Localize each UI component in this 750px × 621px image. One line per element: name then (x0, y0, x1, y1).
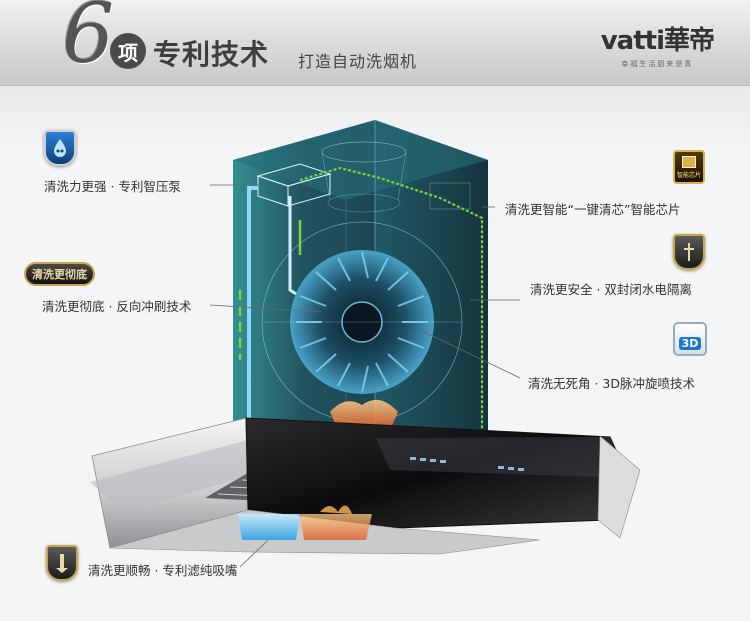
feature-label-smart-chip: 清洗更智能“一键清芯”智能芯片 (505, 202, 681, 217)
smart-chip-icon: 智能芯片 (673, 150, 705, 184)
brand-logo-text: vatti華帝 (600, 26, 715, 56)
hood-body (90, 417, 641, 555)
blower-fan (261, 221, 463, 430)
3d-spray-icon: 3D (673, 322, 707, 356)
page-title: 专利技术 (153, 38, 270, 71)
feature-label-pump: 清洗力更强 · 专利智压泵 (44, 179, 181, 194)
nozzle-icon (46, 545, 78, 581)
brand-tagline: 幸福生活厨来是真 (621, 60, 694, 68)
chip-graphic (682, 155, 696, 168)
smart-chip-badge-text: 智能芯片 (676, 171, 701, 179)
feature-label-nozzle: 清洗更顺畅 · 专利滤纯吸嘴 (88, 563, 238, 578)
thorough-clean-badge-icon: 清洗更彻底 (24, 262, 95, 286)
feature-label-3d-spray: 清洗无死角 · 3D脉冲旋喷技术 (528, 376, 695, 391)
oil-cup-nozzle (238, 505, 372, 540)
brand-logo: vatti華帝 幸福生活厨来是真 (600, 20, 715, 69)
shield-lock-icon (673, 234, 705, 270)
water-pump-icon (44, 130, 76, 166)
unit-char-badge: 项 (110, 33, 146, 69)
feature-label-reverse-flush: 清洗更彻底 · 反向冲刷技术 (42, 299, 192, 314)
feature-label-safety: 清洗更安全 · 双封闭水电隔离 (530, 282, 692, 297)
callout-lines (209, 184, 521, 568)
page-subtitle: 打造自动洗烟机 (298, 52, 418, 71)
feature-count-number: 6 (62, 0, 115, 82)
3d-badge-text: 3D (678, 337, 702, 350)
